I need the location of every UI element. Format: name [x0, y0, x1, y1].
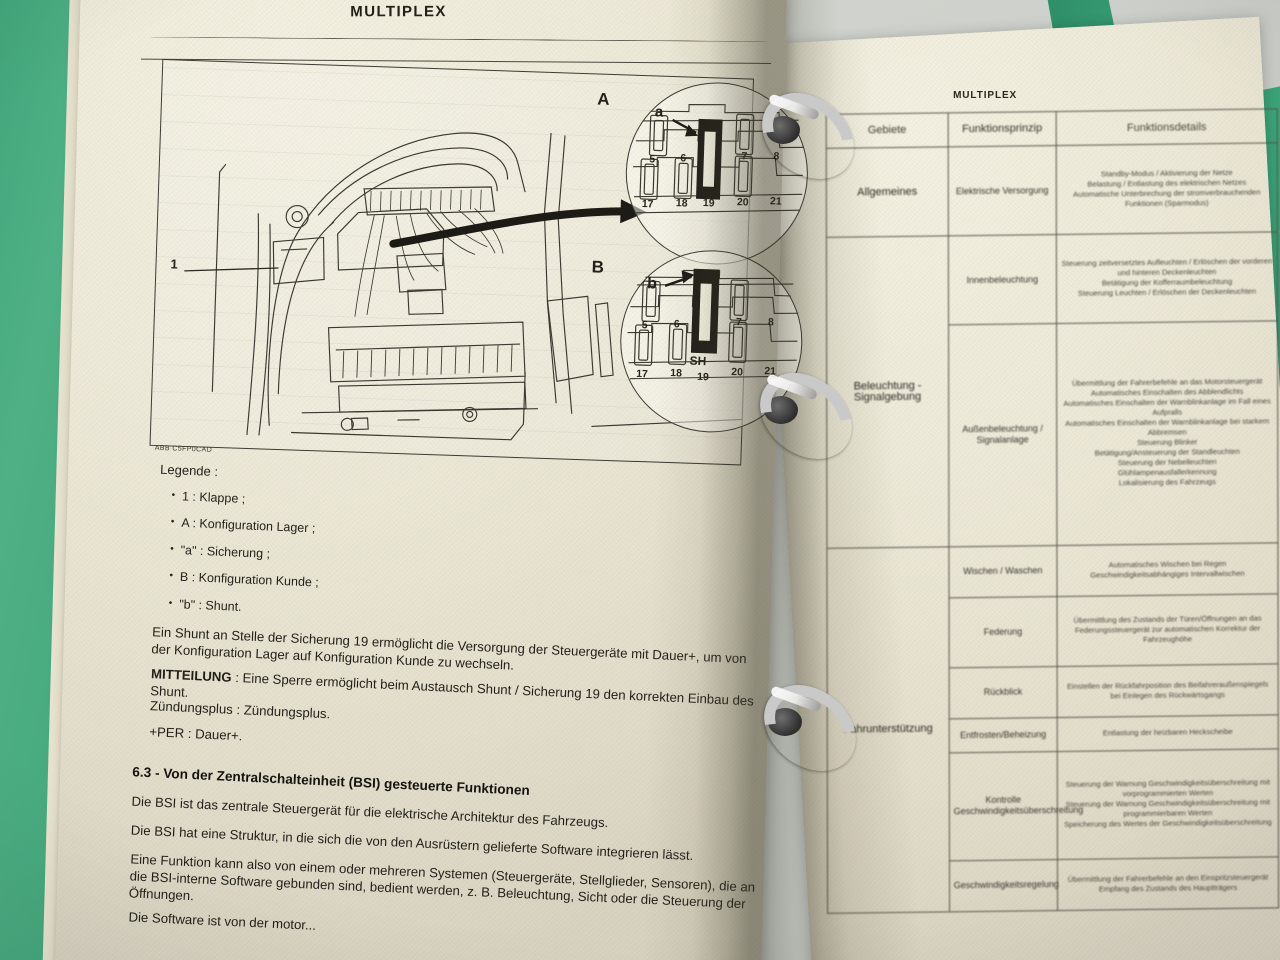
detail-b-shunt-label: SH [689, 353, 707, 369]
binder-ring-top [745, 75, 871, 197]
detail-b-label: B [591, 257, 605, 277]
detail-b-fuse-5: 5 [641, 319, 648, 332]
legend-item-label: "a" : Sicherung ; [180, 543, 271, 561]
notice-label: MITTEILUNG [150, 666, 232, 685]
list-item: • "b" : Shunt. [168, 597, 242, 614]
table-row: Fahrunterstützung Wischen / Waschen Auto… [826, 542, 1279, 914]
cell-details: Übermittlung der Fahrerbefehle an das Mo… [1056, 320, 1278, 546]
detail-a-label: A [596, 89, 610, 109]
detail-a-pointer-arrow [389, 199, 647, 248]
left-page-header: MULTIPLEX [350, 3, 447, 21]
legend-item-label: 1 : Klappe ; [181, 489, 246, 506]
cell-principle: Geschwindigkeitsregelung [949, 859, 1059, 912]
list-item: • 1 : Klappe ; [171, 489, 245, 506]
bullet-icon: • [169, 543, 174, 555]
left-page-content: MULTIPLEX [55, 0, 811, 960]
left-page: MULTIPLEX [55, 0, 811, 960]
detail-b-fuse-17: 17 [635, 367, 649, 381]
list-item: • "a" : Sicherung ; [170, 543, 270, 561]
detail-a-fuse-5: 5 [649, 153, 656, 166]
callout-1-leader-line [184, 267, 279, 272]
detail-a-fuse-6: 6 [680, 152, 687, 165]
bullet-icon: • [168, 597, 173, 610]
detail-a-fuse-18: 18 [675, 197, 688, 210]
header-rule-upper [149, 36, 770, 43]
cell-details: Entlastung der heizbaren Heckscheibe [1057, 714, 1279, 752]
detail-a-fuse-21: 21 [769, 195, 782, 208]
detail-b-fuse-6: 6 [673, 318, 680, 331]
legend-item-label: A : Konfiguration Lager ; [181, 515, 316, 536]
detail-b-fuse-7: 7 [735, 316, 742, 329]
cell-details: Übermittlung des Zustands der Türen/Öffn… [1057, 593, 1279, 667]
cell-principle: Innenbeleuchtung [948, 234, 1057, 325]
list-item: • B : Konfiguration Kunde ; [169, 569, 320, 590]
bullet-icon: • [169, 570, 174, 582]
detail-a-fuse-20: 20 [736, 196, 749, 209]
right-page-header: MULTIPLEX [953, 90, 1018, 102]
binder-ring-bottom [747, 667, 873, 789]
detail-b-pointer-label: b [646, 275, 658, 293]
legend-title: Legende : [159, 461, 219, 480]
cell-details: Einstellen der Rückfahrposition des Beif… [1057, 663, 1279, 718]
legend-item-label: B : Konfiguration Kunde ; [179, 569, 320, 590]
detail-b-fuse-19: 19 [696, 370, 709, 384]
table-header-row: Gebiete Funktionsprinzip Funktionsdetail… [826, 108, 1278, 149]
figure-callout-1: 1 [170, 256, 179, 272]
binder-ring-middle [743, 355, 869, 477]
cell-principle: Kontrolle Geschwindigkeitsüberschreitung [949, 751, 1083, 861]
figure-reference-code: ABB C5FP0CAD [154, 444, 213, 454]
cell-principle: Rückblick [948, 666, 1058, 719]
detail-b-fuse-18: 18 [670, 367, 683, 380]
functions-table: Gebiete Funktionsprinzip Funktionsdetail… [826, 108, 1279, 914]
ring-socket-icon [764, 396, 798, 424]
cell-principle: Außenbeleuchtung / Signalanlage [948, 323, 1057, 547]
ring-socket-icon [766, 116, 800, 144]
table-row: Allgemeines Elektrische Versorgung Stand… [826, 142, 1278, 238]
legend-item-label: "b" : Shunt. [178, 597, 242, 614]
dashboard-fusebox-illustration [211, 132, 742, 441]
cell-principle: Federung [948, 596, 1058, 668]
table-header-funktionsprinzip: Funktionsprinzip [947, 111, 1057, 147]
cell-details: Übermittlung der Fahrerbefehle an den Ei… [1057, 856, 1279, 911]
list-item: • A : Konfiguration Lager ; [170, 515, 316, 536]
ring-socket-icon [768, 708, 802, 736]
detail-a-fuse-7: 7 [741, 150, 748, 163]
bullet-icon: • [171, 489, 176, 502]
bullet-icon: • [170, 516, 175, 528]
cell-principle: Elektrische Versorgung [947, 145, 1057, 236]
cell-details: Steuerung der Warnung Geschwindigkeitsüb… [1057, 748, 1279, 860]
table-row: Beleuchtung - Signalgebung Innenbeleucht… [826, 231, 1278, 548]
detail-a-pointer-label: a [654, 103, 664, 121]
cell-area: Beleuchtung - Signalgebung [826, 235, 949, 548]
figure-frame: 1 A [149, 59, 811, 466]
cell-details: Steuerung zeitversetztes Aufleuchten / E… [1056, 231, 1278, 324]
detail-b-fuse-20: 20 [731, 366, 744, 379]
detail-a-fuse-17: 17 [641, 198, 654, 211]
table-header-funktionsdetails: Funktionsdetails [1056, 108, 1278, 146]
detail-a-fuse-19: 19 [702, 197, 715, 210]
cell-principle: Wischen / Waschen [948, 545, 1058, 598]
cell-principle: Entfrosten/Beheizung [948, 717, 1058, 753]
detail-b-fuse-8: 8 [767, 316, 774, 329]
